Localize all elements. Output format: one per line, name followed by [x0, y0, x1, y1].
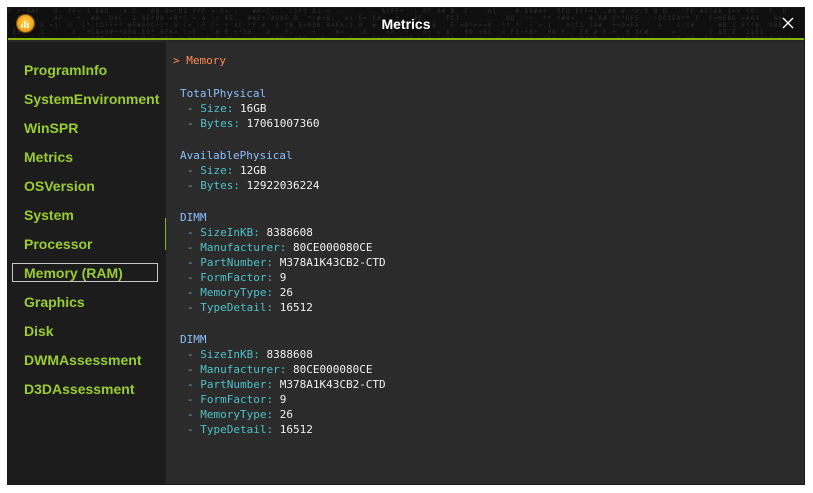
field-key: - SizeInKB: [187, 348, 260, 361]
sidebar-item-programinfo[interactable]: ProgramInfo [24, 62, 108, 78]
close-button[interactable] [772, 8, 804, 38]
section-availablephysical: AvailablePhysical- Size: 12GB- Bytes: 12… [180, 148, 386, 193]
field-key: - PartNumber: [187, 256, 274, 269]
field-row: - Size: 12GB [180, 163, 386, 178]
breadcrumb: > Memory [173, 54, 226, 67]
sidebar-item-systemenvironment[interactable]: SystemEnvironment [24, 91, 160, 107]
sidebar-item-d3dassessment[interactable]: D3DAssessment [24, 381, 135, 397]
section-title: DIMM [180, 211, 207, 224]
content-pane: > Memory TotalPhysical- Size: 16GB- Byte… [166, 42, 804, 484]
field-value: 80CE000080CE [292, 241, 373, 254]
field-row: - Size: 16GB [180, 101, 386, 116]
field-row: - SizeInKB: 8388608 [180, 347, 386, 362]
sidebar-item-metrics[interactable]: Metrics [24, 149, 74, 165]
sidebar-item-osversion[interactable]: OSVersion [24, 178, 95, 194]
close-icon [782, 17, 794, 29]
window-title: Metrics [381, 16, 431, 32]
field-row: - SizeInKB: 8388608 [180, 225, 386, 240]
field-row: - Bytes: 17061007360 [180, 116, 386, 131]
field-value: 8388608 [266, 348, 313, 361]
field-value: 26 [279, 408, 293, 421]
field-row: - FormFactor: 9 [180, 392, 386, 407]
field-value: 16512 [279, 423, 313, 436]
sidebar-item-disk[interactable]: Disk [24, 323, 54, 339]
field-value: 12922036224 [246, 179, 320, 192]
section-dimm: DIMM- SizeInKB: 8388608- Manufacturer: 8… [180, 210, 386, 315]
sidebar-item-processor[interactable]: Processor [24, 236, 93, 252]
metrics-window: F +*A#F .0 FF= 1 EBD :A C. 0B A=:D1 FFF … [7, 7, 805, 485]
field-value: 16GB [239, 102, 267, 115]
field-row: - FormFactor: 9 [180, 270, 386, 285]
field-key: - Size: [187, 164, 234, 177]
field-key: - PartNumber: [187, 378, 274, 391]
section-title: TotalPhysical [180, 87, 267, 100]
field-key: - TypeDetail: [187, 301, 274, 314]
title-bar[interactable]: F +*A#F .0 FF= 1 EBD :A C. 0B A=:D1 FFF … [8, 8, 804, 40]
sidebar-item-system[interactable]: System [24, 207, 74, 223]
field-row: - MemoryType: 26 [180, 407, 386, 422]
memory-details: TotalPhysical- Size: 16GB- Bytes: 170610… [180, 86, 386, 454]
field-key: - Size: [187, 102, 234, 115]
field-value: 9 [279, 271, 287, 284]
field-value: 26 [279, 286, 293, 299]
field-value: 9 [279, 393, 287, 406]
field-value: 12GB [239, 164, 267, 177]
field-key: - MemoryType: [187, 286, 274, 299]
field-value: 17061007360 [246, 117, 320, 130]
field-key: - Bytes: [187, 117, 240, 130]
field-key: - TypeDetail: [187, 423, 274, 436]
field-key: - MemoryType: [187, 408, 274, 421]
field-key: - SizeInKB: [187, 226, 260, 239]
field-key: - Manufacturer: [187, 241, 287, 254]
field-row: - TypeDetail: 16512 [180, 422, 386, 437]
title-bar-accent-line [8, 38, 804, 40]
field-row: - Manufacturer: 80CE000080CE [180, 240, 386, 255]
field-row: - MemoryType: 26 [180, 285, 386, 300]
field-value: 80CE000080CE [292, 363, 373, 376]
field-row: - PartNumber: M378A1K43CB2-CTD [180, 255, 386, 270]
sidebar-item-graphics[interactable]: Graphics [24, 294, 85, 310]
sidebar-item-memory-ram[interactable]: Memory (RAM) [8, 259, 166, 288]
bar-chart-icon [16, 14, 35, 33]
field-key: - FormFactor: [187, 271, 274, 284]
field-value: 16512 [279, 301, 313, 314]
field-value: 8388608 [266, 226, 313, 239]
field-value: M378A1K43CB2-CTD [279, 256, 386, 269]
section-dimm: DIMM- SizeInKB: 8388608- Manufacturer: 8… [180, 332, 386, 437]
section-title: AvailablePhysical [180, 149, 293, 162]
field-key: - Bytes: [187, 179, 240, 192]
field-key: - Manufacturer: [187, 363, 287, 376]
field-row: - Manufacturer: 80CE000080CE [180, 362, 386, 377]
sidebar-item-dwmassessment[interactable]: DWMAssessment [24, 352, 142, 368]
field-row: - Bytes: 12922036224 [180, 178, 386, 193]
field-row: - PartNumber: M378A1K43CB2-CTD [180, 377, 386, 392]
field-key: - FormFactor: [187, 393, 274, 406]
sidebar-item-winspr[interactable]: WinSPR [24, 120, 79, 136]
field-value: M378A1K43CB2-CTD [279, 378, 386, 391]
section-title: DIMM [180, 333, 207, 346]
field-row: - TypeDetail: 16512 [180, 300, 386, 315]
section-totalphysical: TotalPhysical- Size: 16GB- Bytes: 170610… [180, 86, 386, 131]
